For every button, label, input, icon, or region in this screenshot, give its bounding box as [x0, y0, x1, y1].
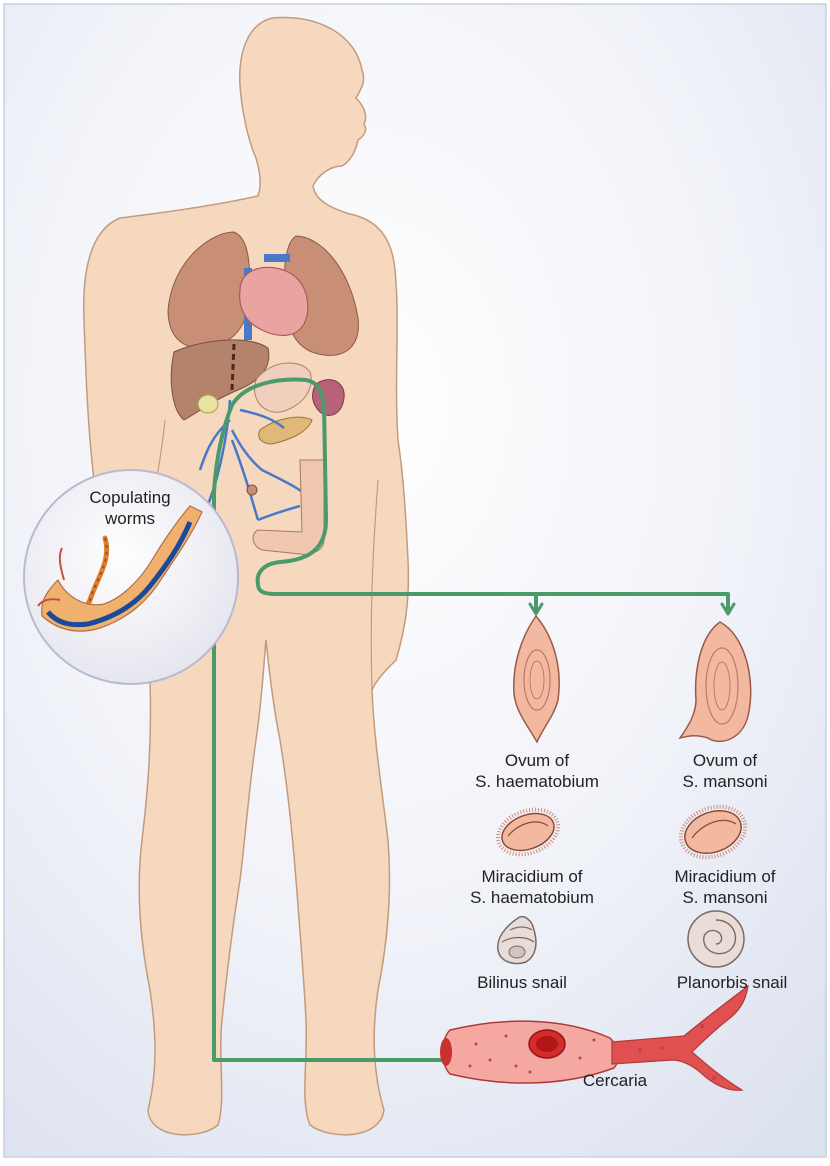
- planorbis-snail: [688, 911, 744, 967]
- label-cercaria: Cercaria: [560, 1070, 670, 1091]
- label-planorbis-snail: Planorbis snail: [650, 972, 814, 993]
- label-copulating-worms: Copulating worms: [60, 487, 200, 529]
- label-line: Miracidium of: [444, 866, 620, 887]
- label-bilinus-snail: Bilinus snail: [452, 972, 592, 993]
- label-line: S. mansoni: [650, 771, 800, 792]
- label-line: S. haematobium: [452, 771, 622, 792]
- label-ovum-mansoni: Ovum of S. mansoni: [650, 750, 800, 792]
- label-line: Ovum of: [452, 750, 622, 771]
- label-line: S. haematobium: [444, 887, 620, 908]
- label-line: worms: [60, 508, 200, 529]
- label-ovum-haematobium: Ovum of S. haematobium: [452, 750, 622, 792]
- label-miracidium-haematobium: Miracidium of S. haematobium: [444, 866, 620, 908]
- label-line: S. mansoni: [650, 887, 800, 908]
- label-line: Ovum of: [650, 750, 800, 771]
- label-line: Miracidium of: [650, 866, 800, 887]
- label-miracidium-mansoni: Miracidium of S. mansoni: [650, 866, 800, 908]
- label-line: Copulating: [60, 487, 200, 508]
